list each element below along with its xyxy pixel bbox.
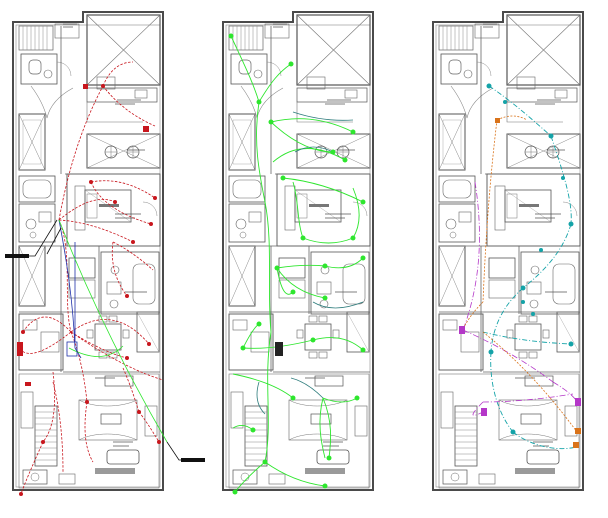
circuit-purple-right — [462, 181, 578, 416]
circuit-teal-middle — [256, 111, 364, 415]
light-fixtures-middle — [228, 33, 366, 495]
outlet-markers-left — [17, 84, 161, 496]
circuit-teal-right — [482, 85, 580, 450]
floor-plan-middle — [222, 11, 374, 495]
device-markers-right — [459, 83, 581, 448]
circuit-red-left — [20, 61, 164, 495]
callout-leaders-left — [5, 219, 205, 462]
panel-feeders-left — [58, 219, 168, 443]
floor-plan-left — [5, 11, 205, 496]
circuit-green-middle — [230, 35, 364, 493]
panel-box-middle — [275, 342, 283, 356]
floor-plan-right — [432, 11, 584, 491]
